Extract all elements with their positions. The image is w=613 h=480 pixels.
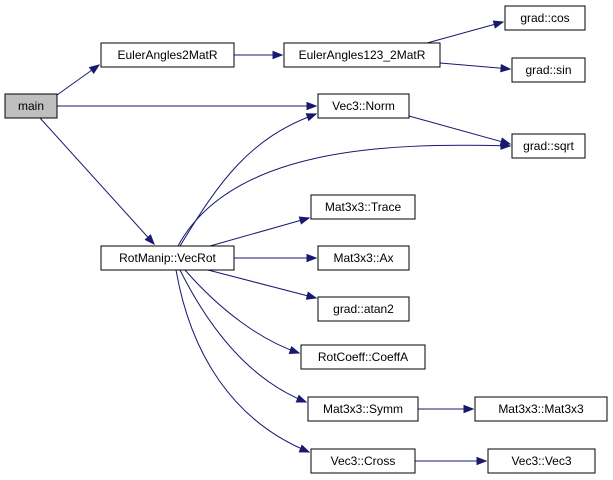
edge-line [207, 269, 317, 299]
arrowhead-icon [298, 216, 311, 225]
edge-main-to-euler2 [56, 64, 101, 96]
node-box [300, 344, 426, 370]
node-vec3[interactable]: Vec3::Vec3 [487, 448, 596, 474]
edge-norm-to-sqrt [408, 115, 512, 146]
node-box [474, 396, 608, 422]
edge-line [439, 62, 511, 70]
edge-symm-to-mat3x3 [418, 404, 475, 414]
node-box [310, 194, 416, 220]
arrowhead-icon [305, 291, 318, 300]
node-sin[interactable]: grad::sin [511, 57, 586, 83]
node-box [100, 42, 235, 68]
node-box [307, 396, 419, 422]
node-label: RotCoeff::CoeffA [318, 350, 408, 364]
arrowhead-icon [500, 141, 512, 150]
edge-euler123-to-sin [439, 62, 512, 73]
arrowhead-icon [272, 50, 284, 60]
node-cos[interactable]: grad::cos [504, 5, 586, 31]
edge-main-to-norm [57, 101, 318, 111]
edge-line [426, 21, 504, 44]
edge-cross-to-vec3 [415, 456, 488, 466]
edge-line [39, 117, 155, 245]
arrowhead-icon [144, 234, 155, 246]
node-euler2[interactable]: EulerAngles2MatR [100, 42, 235, 68]
node-label: Vec3::Vec3 [511, 454, 571, 468]
edge-main-to-vecrot [39, 117, 155, 246]
node-box [317, 296, 410, 322]
edge-line [179, 113, 317, 247]
node-box [317, 245, 410, 271]
edge-vecrot-to-sqrt [177, 141, 512, 247]
node-box [100, 245, 235, 271]
node-label: Mat3x3::Symm [323, 402, 403, 416]
edge-line [175, 269, 310, 453]
edge-vecrot-to-cross [175, 269, 311, 453]
node-trace[interactable]: Mat3x3::Trace [310, 194, 416, 220]
arrowhead-icon [88, 64, 101, 74]
node-box [511, 57, 586, 83]
node-main[interactable]: main [4, 93, 58, 119]
node-atan2[interactable]: grad::atan2 [317, 296, 410, 322]
arrowhead-icon [500, 63, 512, 73]
arrowhead-icon [288, 345, 301, 355]
node-layer: main EulerAngles2MatR EulerAngles123_2MatR… [4, 5, 608, 474]
arrowhead-icon [306, 253, 318, 263]
node-coeffa[interactable]: RotCoeff::CoeffA [300, 344, 426, 370]
edge-euler123-to-cos [426, 20, 505, 44]
node-mat3x3[interactable]: Mat3x3::Mat3x3 [474, 396, 608, 422]
node-label: Mat3x3::Ax [333, 251, 393, 265]
node-label: Vec3::Norm [332, 99, 395, 113]
edge-vecrot-to-norm [179, 113, 318, 247]
node-label: EulerAngles123_2MatR [299, 48, 426, 62]
edge-layer [39, 20, 512, 466]
edge-vecrot-to-symm [179, 269, 308, 403]
node-label: grad::sin [525, 63, 571, 77]
edge-vecrot-to-trace [209, 216, 311, 247]
node-symm[interactable]: Mat3x3::Symm [307, 396, 419, 422]
node-euler123[interactable]: EulerAngles123_2MatR [283, 42, 441, 68]
node-box [317, 93, 410, 119]
node-cross[interactable]: Vec3::Cross [310, 448, 416, 474]
edge-line [209, 217, 310, 247]
node-label: grad::atan2 [333, 302, 394, 316]
arrowhead-icon [305, 113, 318, 122]
node-label: Vec3::Cross [331, 454, 396, 468]
edge-euler2-to-euler123 [234, 50, 284, 60]
arrowhead-icon [476, 456, 488, 466]
edge-vecrot-to-atan2 [207, 269, 318, 300]
arrowhead-icon [306, 101, 318, 111]
node-vecrot[interactable]: RotManip::VecRot [100, 245, 235, 271]
node-box [487, 448, 596, 474]
node-label: RotManip::VecRot [119, 251, 216, 265]
node-ax[interactable]: Mat3x3::Ax [317, 245, 410, 271]
node-sqrt[interactable]: grad::sqrt [511, 133, 586, 159]
node-box [310, 448, 416, 474]
edge-vecrot-to-coeffa [184, 269, 301, 355]
node-label: grad::cos [520, 11, 569, 25]
node-box [4, 93, 58, 119]
node-label: main [18, 99, 44, 113]
edge-line [177, 144, 511, 247]
edge-vecrot-to-ax [234, 253, 318, 263]
node-box [283, 42, 441, 68]
node-label: EulerAngles2MatR [117, 48, 217, 62]
node-label: Mat3x3::Mat3x3 [498, 402, 584, 416]
edge-line [179, 269, 307, 403]
node-label: grad::sqrt [523, 139, 574, 153]
arrowhead-icon [298, 444, 311, 453]
node-norm[interactable]: Vec3::Norm [317, 93, 410, 119]
arrowhead-icon [463, 404, 475, 414]
node-box [511, 133, 586, 159]
arrowhead-icon [492, 20, 505, 29]
edge-line [184, 269, 300, 354]
node-box [504, 5, 586, 31]
arrowhead-icon [295, 394, 308, 403]
edge-line [408, 115, 511, 145]
node-label: Mat3x3::Trace [325, 200, 402, 214]
